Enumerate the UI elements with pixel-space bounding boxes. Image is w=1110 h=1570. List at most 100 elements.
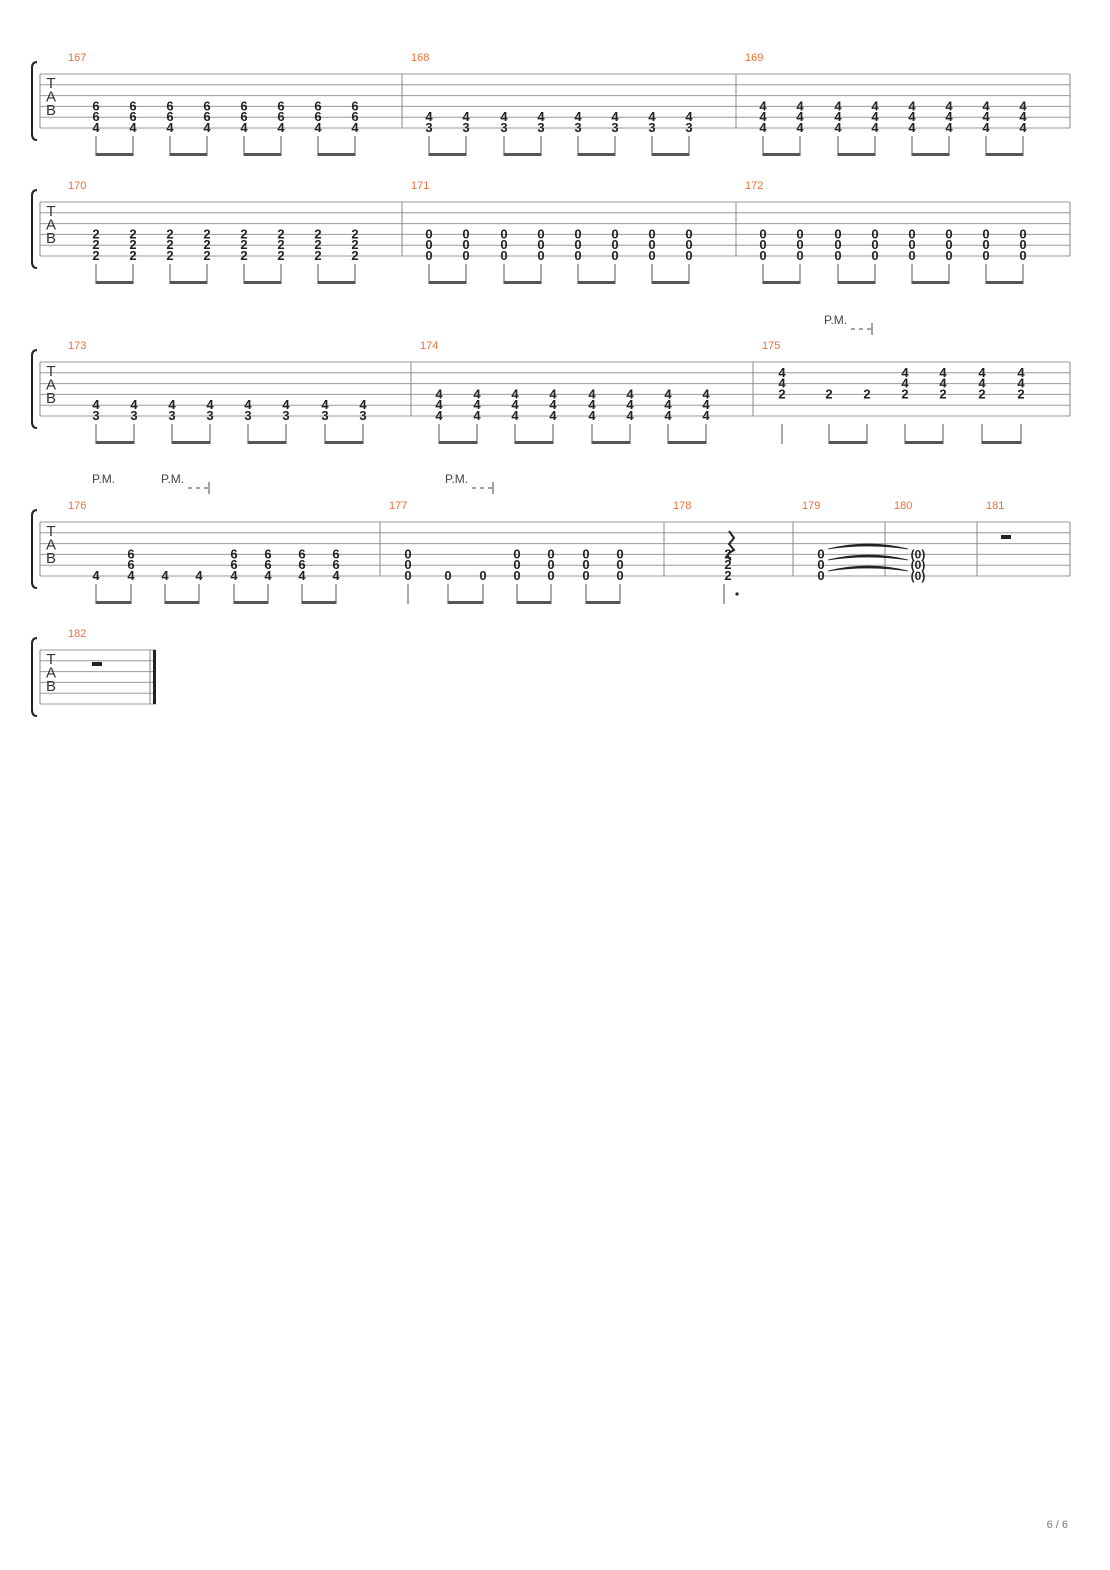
fret-number: 2 xyxy=(351,226,358,241)
fret-number: 6 xyxy=(332,557,339,572)
beam xyxy=(325,441,363,444)
fret-number: 4 xyxy=(796,120,804,135)
fret-number: 6 xyxy=(240,98,247,113)
measure-number: 174 xyxy=(420,340,438,352)
fret-number: 0 xyxy=(513,557,520,572)
fret-number: 0 xyxy=(834,237,841,252)
beam xyxy=(244,281,281,284)
fret-number: 4 xyxy=(588,397,596,412)
fret-number: 0 xyxy=(1019,237,1026,252)
fret-number: 0 xyxy=(582,557,589,572)
fret-number: 0 xyxy=(759,248,766,263)
fret-number: 4 xyxy=(264,568,272,583)
beam xyxy=(986,153,1023,156)
quarter-rest xyxy=(726,530,736,561)
beam xyxy=(912,153,949,156)
fret-number: 4 xyxy=(500,109,508,124)
fret-number: 0 xyxy=(982,248,989,263)
fret-number: 4 xyxy=(473,386,481,401)
fret-number: 0 xyxy=(425,248,432,263)
fret-number: 2 xyxy=(978,386,985,401)
fret-number: 3 xyxy=(359,408,366,423)
tie xyxy=(827,554,909,561)
fret-number: 4 xyxy=(901,376,909,391)
fret-number: 4 xyxy=(978,365,986,380)
beam xyxy=(234,601,268,604)
fret-number: 4 xyxy=(588,408,596,423)
fret-number: 4 xyxy=(203,120,211,135)
fret-number: 0 xyxy=(547,557,554,572)
beam xyxy=(763,281,800,284)
fret-number: 4 xyxy=(130,397,138,412)
fret-number: 6 xyxy=(127,546,134,561)
tab-clef-letter: B xyxy=(46,230,56,247)
fret-number: 0 xyxy=(796,237,803,252)
fret-number: 4 xyxy=(778,365,786,380)
fret-number: 2 xyxy=(129,248,136,263)
system-bracket xyxy=(31,61,38,141)
beam xyxy=(652,153,689,156)
beam xyxy=(905,441,943,444)
palm-mute-label: P.M. xyxy=(161,472,184,486)
fret-number: (0) xyxy=(911,558,926,572)
fret-number: 4 xyxy=(664,408,672,423)
palm-mute-label: P.M. xyxy=(445,472,468,486)
fret-number: 2 xyxy=(92,226,99,241)
beam xyxy=(302,601,336,604)
tie xyxy=(827,543,909,550)
fret-number: 0 xyxy=(685,226,692,241)
fret-number: 3 xyxy=(321,408,328,423)
fret-number: 0 xyxy=(945,226,952,241)
fret-number: 0 xyxy=(404,568,411,583)
beam xyxy=(439,441,477,444)
fret-number: 0 xyxy=(513,568,520,583)
fret-number: 0 xyxy=(871,226,878,241)
system-bracket xyxy=(31,509,38,589)
fret-number: (0) xyxy=(911,547,926,561)
fret-number: 4 xyxy=(161,568,169,583)
fret-number: 6 xyxy=(351,98,358,113)
fret-number: 2 xyxy=(901,386,908,401)
fret-number: 0 xyxy=(479,568,486,583)
fret-number: 0 xyxy=(404,557,411,572)
measure-number: 169 xyxy=(745,52,763,64)
fret-number: 4 xyxy=(473,397,481,412)
beam xyxy=(448,601,483,604)
half-rest xyxy=(92,662,102,666)
fret-number: 2 xyxy=(277,226,284,241)
fret-number: 6 xyxy=(92,98,99,113)
fret-number: 0 xyxy=(648,237,655,252)
system-bracket xyxy=(31,189,38,269)
measure-number: 173 xyxy=(68,340,86,352)
fret-number: 0 xyxy=(1019,226,1026,241)
fret-number: 0 xyxy=(908,248,915,263)
fret-number: 2 xyxy=(863,386,870,401)
tab-system xyxy=(31,349,1071,429)
fret-number: 0 xyxy=(462,226,469,241)
fret-number: 0 xyxy=(547,546,554,561)
fret-number: 2 xyxy=(277,237,284,252)
beam xyxy=(838,153,875,156)
fret-number: 4 xyxy=(574,109,582,124)
beam xyxy=(170,153,207,156)
beam xyxy=(763,153,800,156)
tab-clef-letter: A xyxy=(46,377,56,394)
fret-number: 0 xyxy=(462,237,469,252)
fret-number: 3 xyxy=(282,408,289,423)
fret-number: 4 xyxy=(195,568,203,583)
fret-number: 4 xyxy=(435,397,443,412)
measure-number: 176 xyxy=(68,500,86,512)
beam xyxy=(318,153,355,156)
fret-number: 2 xyxy=(825,386,832,401)
fret-number: 3 xyxy=(168,408,175,423)
fret-number: 4 xyxy=(702,397,710,412)
fret-number: 0 xyxy=(425,237,432,252)
fret-number: 6 xyxy=(129,109,136,124)
fret-number: 4 xyxy=(982,109,990,124)
fret-number: 4 xyxy=(1017,365,1025,380)
fret-number: 0 xyxy=(611,226,618,241)
beam xyxy=(578,153,615,156)
fret-number: 0 xyxy=(611,237,618,252)
fret-number: 4 xyxy=(939,365,947,380)
